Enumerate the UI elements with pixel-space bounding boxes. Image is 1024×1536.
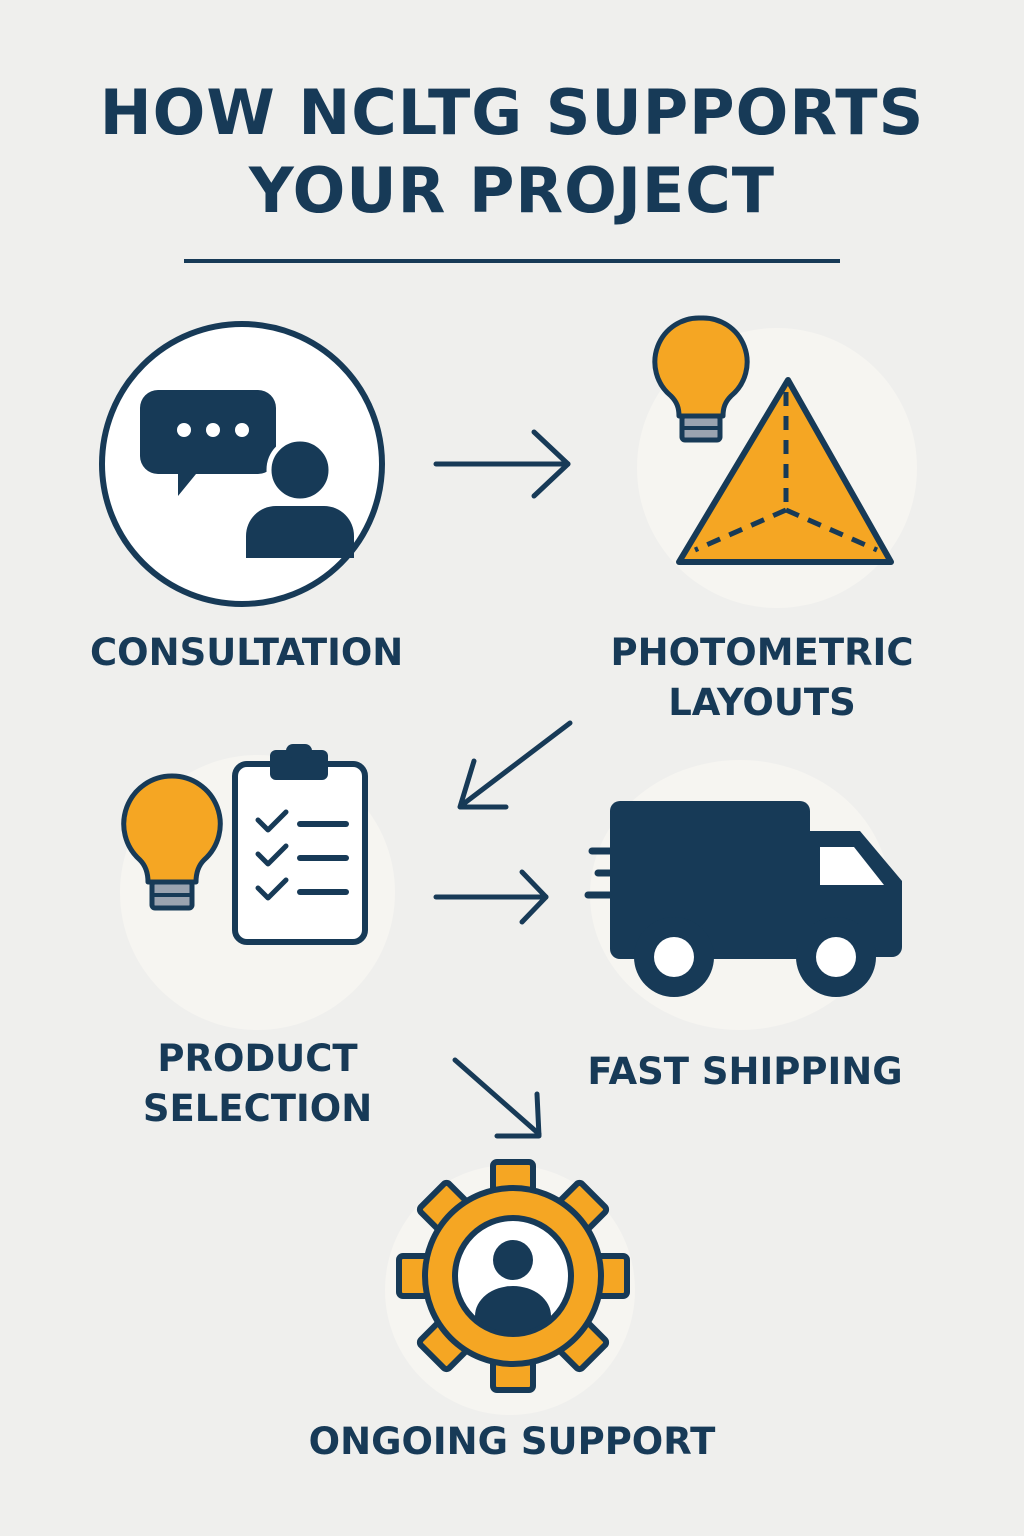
lightbulb-clipboard-icon bbox=[121, 744, 368, 945]
arrow-down-left-icon bbox=[457, 720, 573, 810]
arrow-right-icon bbox=[433, 869, 549, 925]
title-line-2: YOUR PROJECT bbox=[248, 154, 776, 227]
gear-person-icon bbox=[396, 1159, 630, 1393]
arrow-down-right-icon bbox=[452, 1057, 542, 1139]
step-label-shipping: FAST SHIPPING bbox=[587, 1050, 903, 1093]
title-line-1: HOW NCLTG SUPPORTS bbox=[99, 76, 925, 149]
title-divider bbox=[184, 259, 840, 263]
arrow-right-icon bbox=[433, 429, 571, 499]
lightbulb-triangle-icon bbox=[652, 315, 894, 565]
step-label-photometric-line-2: LAYOUTS bbox=[668, 681, 856, 724]
step-label-support: ONGOING SUPPORT bbox=[308, 1420, 716, 1463]
step-label-consultation: CONSULTATION bbox=[90, 631, 404, 674]
step-label-product-line-2: SELECTION bbox=[142, 1087, 373, 1130]
step-label-photometric-line-1: PHOTOMETRIC bbox=[610, 631, 914, 674]
delivery-truck-icon bbox=[584, 801, 902, 997]
chat-person-icon bbox=[99, 321, 385, 607]
step-label-product-line-1: PRODUCT bbox=[157, 1037, 358, 1080]
